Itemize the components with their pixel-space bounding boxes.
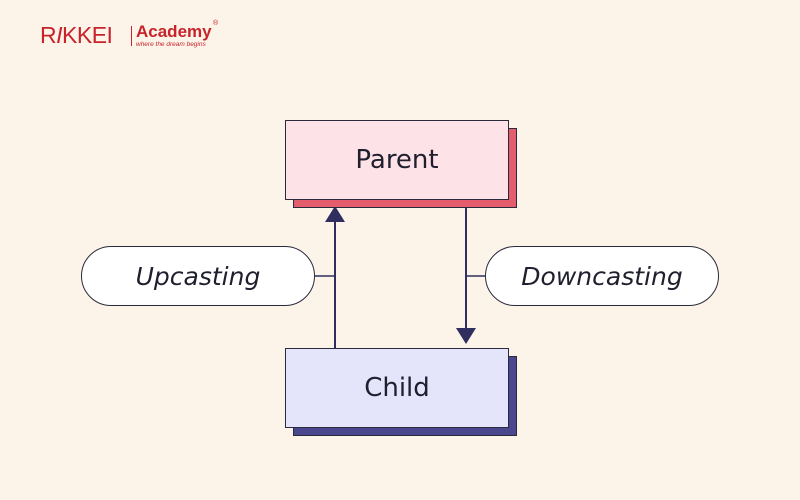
logo-separator <box>131 26 132 46</box>
upcasting-label: Upcasting <box>135 261 261 291</box>
upcasting-pill: Upcasting <box>81 246 315 306</box>
parent-label: Parent <box>355 145 439 175</box>
logo-mark: RIKKEI <box>40 22 113 48</box>
logo-name: Academy <box>136 22 212 41</box>
downcasting-label: Downcasting <box>521 261 683 291</box>
downcasting-pill: Downcasting <box>485 246 719 306</box>
parent-class-box: Parent <box>285 120 509 200</box>
downcasting-arrowhead <box>456 328 476 344</box>
brand-logo: RIKKEI Academy ® where the dream begins <box>40 20 218 52</box>
logo-tagline: where the dream begins <box>136 41 206 48</box>
logo-registered-mark: ® <box>213 20 219 27</box>
child-label: Child <box>364 373 430 403</box>
upcasting-arrowhead <box>325 206 345 222</box>
child-class-box: Child <box>285 348 509 428</box>
